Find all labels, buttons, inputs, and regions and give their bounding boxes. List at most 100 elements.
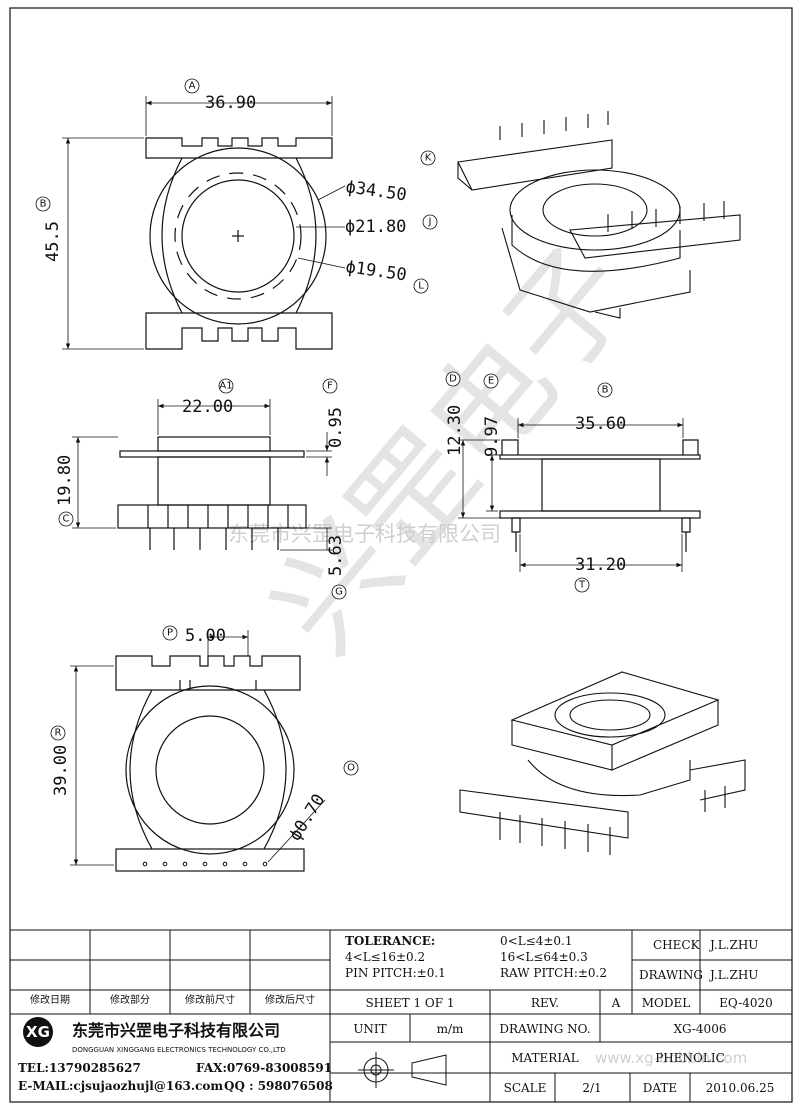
rev-value: A: [611, 996, 621, 1010]
sheet-border: [9, 7, 793, 1103]
callout-g: G: [331, 584, 347, 600]
dim-top-width: 36.90: [205, 93, 256, 113]
callout-b: B: [35, 196, 51, 212]
callout-t: T: [574, 577, 590, 593]
callout-c: C: [58, 511, 74, 527]
scale-value: 2/1: [582, 1081, 601, 1095]
unit-label: UNIT: [353, 1022, 386, 1036]
top-view-dims: [62, 96, 346, 350]
callout-b1: B: [597, 382, 613, 398]
callout-l: L: [413, 278, 429, 294]
rev-header-before: 修改前尺寸: [185, 993, 235, 1006]
dim-front-height: 19.80: [55, 455, 75, 506]
svg-text:R: R: [55, 728, 62, 739]
unit-value: m/m: [437, 1022, 464, 1036]
dim-pin-len: 5.63: [326, 535, 346, 576]
iso-view-top: [457, 111, 741, 319]
dim-side-width: 35.60: [575, 414, 626, 434]
callout-a: A: [184, 78, 200, 94]
tolerance-3: 16<L≤64±0.3: [500, 950, 588, 964]
svg-text:E: E: [488, 376, 494, 387]
svg-text:F: F: [327, 381, 333, 392]
callout-a1: A1: [218, 378, 234, 394]
svg-text:O: O: [347, 763, 355, 774]
material-value: PHENOLIC: [655, 1051, 725, 1065]
company-name-cn: 东莞市兴罡电子科技有限公司: [72, 1021, 280, 1040]
tolerance-2: 4<L≤16±0.2: [345, 950, 425, 964]
svg-text:T: T: [578, 580, 586, 591]
qq: QQ : 598076508: [224, 1079, 333, 1093]
svg-text:J: J: [428, 217, 432, 228]
watermark-url: www.xg-bobbin.com: [595, 1049, 747, 1067]
dim-pitch: 5.00: [185, 626, 226, 646]
callout-j: J: [422, 214, 438, 230]
raw-pitch: RAW PITCH:±0.2: [500, 966, 607, 980]
callout-d: D: [445, 371, 461, 387]
front-view: [117, 436, 307, 550]
rev-header-after: 修改后尺寸: [265, 993, 315, 1006]
svg-text:L: L: [418, 281, 424, 292]
callouts: A B K J L A1 F C G D E B T P R O: [35, 78, 613, 776]
drawing-no-label: DRAWING NO.: [499, 1022, 590, 1036]
watermark-company: 东莞市兴罡电子科技有限公司: [228, 522, 501, 546]
material-label: MATERIAL: [511, 1051, 579, 1065]
dim-front-width: 22.00: [182, 397, 233, 417]
svg-text:G: G: [335, 587, 343, 598]
date-label: DATE: [643, 1081, 677, 1095]
dim-d-k: ϕ34.50: [344, 177, 408, 205]
callout-k: K: [420, 150, 436, 166]
svg-text:A1: A1: [219, 381, 232, 392]
company-logo: XG: [23, 1017, 53, 1047]
dim-d-l: ϕ19.50: [344, 257, 408, 285]
check-label: CHECK: [653, 938, 701, 952]
drawing-value: J.L.ZHU: [708, 968, 758, 982]
bottom-view-dims: [70, 630, 326, 866]
callout-r: R: [50, 725, 66, 741]
dim-flange-thk: 0.95: [326, 407, 346, 448]
svg-text:B: B: [40, 199, 47, 210]
email: E-MAIL:cjsujaozhujl@163.com: [18, 1079, 223, 1093]
rev-header-date: 修改日期: [30, 993, 70, 1006]
check-value: J.L.ZHU: [708, 938, 758, 952]
dim-bottom-height: 39.00: [51, 745, 71, 796]
scale-label: SCALE: [504, 1081, 547, 1095]
pin-pitch: PIN PITCH:±0.1: [345, 966, 446, 980]
svg-text:C: C: [63, 514, 70, 525]
model-label: MODEL: [642, 996, 691, 1010]
iso-view-bottom: [459, 671, 746, 855]
rev-header-part: 修改部分: [110, 993, 150, 1006]
title-block: [10, 929, 792, 1102]
svg-text:D: D: [449, 374, 457, 385]
callout-o: O: [343, 760, 359, 776]
callout-e: E: [483, 373, 499, 389]
projection-symbol: [358, 1052, 447, 1088]
svg-text:K: K: [425, 153, 432, 164]
front-view-dims: [72, 399, 332, 551]
top-view: [145, 137, 333, 350]
side-view: [499, 439, 701, 552]
dim-side-h2: 9.97: [482, 416, 502, 457]
rev-label: REV.: [531, 996, 559, 1010]
date-value: 2010.06.25: [706, 1081, 775, 1095]
callout-p: P: [162, 625, 178, 641]
bottom-view: [115, 655, 305, 872]
tolerance-label: TOLERANCE:: [345, 934, 435, 948]
model-value: EQ-4020: [719, 996, 773, 1010]
drawing-label: DRAWING: [639, 968, 703, 982]
dim-side-base: 31.20: [575, 555, 626, 575]
svg-text:XG: XG: [26, 1023, 50, 1041]
dim-side-h1: 12.30: [445, 405, 465, 456]
tolerance-1: 0<L≤4±0.1: [500, 934, 573, 948]
drawing-no-value: XG-4006: [674, 1022, 727, 1036]
svg-text:B: B: [602, 385, 609, 396]
dim-pin-dia: ϕ0.70: [285, 791, 329, 845]
fax: FAX:0769-83008591: [196, 1061, 332, 1075]
svg-text:P: P: [167, 628, 173, 639]
callout-f: F: [322, 378, 338, 394]
tel: TEL:13790285627: [18, 1061, 141, 1075]
dim-d-j: ϕ21.80: [345, 217, 406, 237]
company-name-en: DONGGUAN XINGGANG ELECTRONICS TECHNOLOGY…: [72, 1046, 286, 1054]
dim-top-height: 45.5: [43, 221, 63, 262]
side-view-dims: [458, 418, 684, 572]
